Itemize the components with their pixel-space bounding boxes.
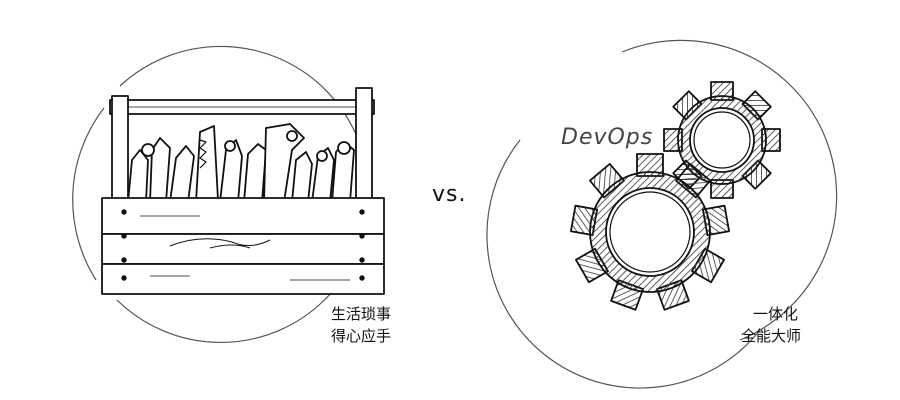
toolbox-icon <box>101 87 385 295</box>
right-caption: 一体化 全能大师 <box>741 303 801 347</box>
right-caption-line2: 全能大师 <box>741 327 802 345</box>
left-caption-line2: 得心应手 <box>331 327 392 345</box>
left-caption-line1: 生活琐事 <box>331 305 392 323</box>
left-caption: 生活琐事 得心应手 <box>331 303 391 347</box>
tools <box>127 123 355 203</box>
vs-separator: vs. <box>432 182 467 207</box>
devops-label: DevOps <box>561 125 654 150</box>
right-circle <box>486 39 838 389</box>
gears-icon <box>570 81 781 311</box>
right-caption-line1: 一体化 <box>753 305 799 323</box>
